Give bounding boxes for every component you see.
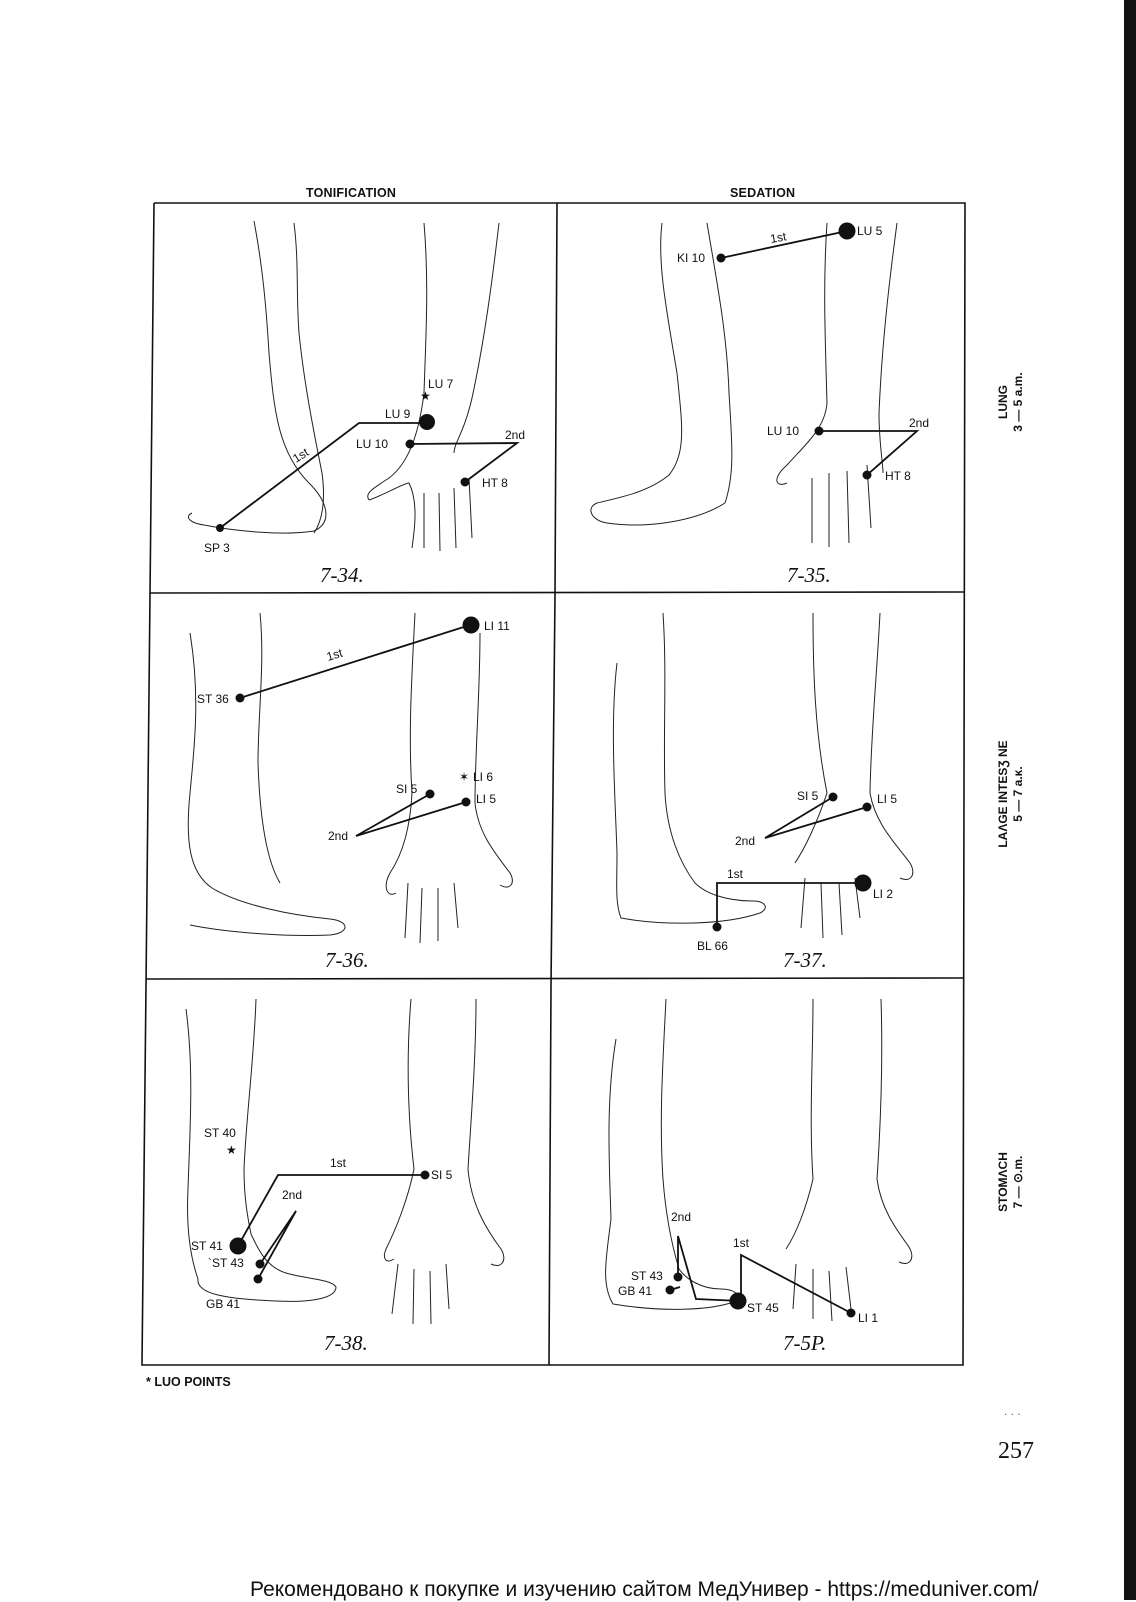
label-si5: SI 5 xyxy=(396,782,418,796)
header-sedation: SEDATION xyxy=(730,186,796,200)
label-1st: 1st xyxy=(330,1156,347,1170)
label-1st: 1st xyxy=(325,646,345,664)
caption-7-37: 7-37. xyxy=(783,948,827,972)
label-2nd: 2nd xyxy=(671,1210,691,1224)
diagram-7-35: 1st LU 5 KI 10 LU 10 2nd HT 8 xyxy=(590,222,929,547)
panel-7-36: LI 11 1st ST 36 ✶ LI 6 SI 5 LI 5 2nd 7-3… xyxy=(150,593,555,979)
label-bl66: BL 66 xyxy=(697,939,728,953)
label-lu10: LU 10 xyxy=(767,424,799,438)
page-dots: . . . xyxy=(1004,1404,1021,1418)
caption-7-38: 7-38. xyxy=(324,1331,368,1355)
svg-text:✶: ✶ xyxy=(459,770,469,784)
label-2nd: 2nd xyxy=(328,829,348,843)
label-1st: 1st xyxy=(769,229,788,246)
diagram-7-38: ST 40 ★ 1st SI 5 2nd ST 41 `ST 43 GB 41 xyxy=(185,998,505,1325)
footer-text: Рекомендовано к покупке и изучению сайто… xyxy=(250,1578,1039,1601)
diagram-7-34: ★ LU 7 LU 9 LU 10 2nd 1st HT 8 SP 3 xyxy=(188,220,525,555)
label-2nd: 2nd xyxy=(505,428,525,442)
label-1st: 1st xyxy=(727,867,744,881)
page-number: 257 xyxy=(998,1438,1034,1464)
label-li5: LI 5 xyxy=(877,792,897,806)
label-ht8: HT 8 xyxy=(885,469,911,483)
scan-edge-right xyxy=(1124,0,1136,1600)
label-li2: LI 2 xyxy=(873,887,893,901)
label-st45: ST 45 xyxy=(747,1301,779,1315)
label-li1: LI 1 xyxy=(858,1311,878,1325)
label-ki10: KI 10 xyxy=(677,251,705,265)
label-lu10: LU 10 xyxy=(356,437,388,451)
label-2nd: 2nd xyxy=(282,1188,302,1202)
label-st40: ST 40 xyxy=(204,1126,236,1140)
label-li11: LI 11 xyxy=(484,619,510,633)
label-lu7: LU 7 xyxy=(428,377,454,391)
label-si5: SI 5 xyxy=(431,1168,453,1182)
label-st43: ST 43 xyxy=(631,1269,663,1283)
diagram-7-5p: 2nd 1st ST 43 GB 41 ST 45 LI 1 xyxy=(605,998,913,1325)
caption-7-5p: 7-5P. xyxy=(783,1331,827,1355)
label-gb41: GB 41 xyxy=(206,1297,240,1311)
diagram-7-37: SI 5 LI 5 2nd 1st LI 2 BL 66 xyxy=(612,612,914,953)
label-ht8: HT 8 xyxy=(482,476,508,490)
panel-7-34: ★ LU 7 LU 9 LU 10 2nd 1st HT 8 SP 3 7-34… xyxy=(154,203,557,593)
header-tonification: TONIFICATION xyxy=(306,186,397,200)
diagram-7-36: LI 11 1st ST 36 ✶ LI 6 SI 5 LI 5 2nd xyxy=(187,612,513,944)
panel-7-38: ST 40 ★ 1st SI 5 2nd ST 41 `ST 43 GB 41 … xyxy=(146,979,551,1365)
label-2nd: 2nd xyxy=(909,416,929,430)
label-1st: 1st xyxy=(733,1236,750,1250)
label-st43: `ST 43 xyxy=(208,1256,244,1270)
label-gb41: GB 41 xyxy=(618,1284,652,1298)
label-li5: LI 5 xyxy=(476,792,496,806)
caption-7-35: 7-35. xyxy=(787,563,831,587)
luo-points-note: * LUO POINTS xyxy=(146,1375,231,1389)
label-sp3: SP 3 xyxy=(204,541,230,555)
label-2nd: 2nd xyxy=(735,834,755,848)
label-li6: LI 6 xyxy=(473,770,493,784)
panel-7-35: 1st LU 5 KI 10 LU 10 2nd HT 8 7-35. xyxy=(557,203,963,593)
label-st41: ST 41 xyxy=(191,1239,223,1253)
label-lu5: LU 5 xyxy=(857,224,883,238)
caption-7-34: 7-34. xyxy=(320,563,364,587)
panel-7-5p: 2nd 1st ST 43 GB 41 ST 45 LI 1 7-5P. xyxy=(551,979,963,1365)
svg-text:★: ★ xyxy=(420,389,431,403)
svg-text:★: ★ xyxy=(226,1143,237,1157)
label-lu9: LU 9 xyxy=(385,407,411,421)
label-st36: ST 36 xyxy=(197,692,229,706)
panel-7-37: SI 5 LI 5 2nd 1st LI 2 BL 66 7-37. xyxy=(555,593,963,979)
label-si5: SI 5 xyxy=(797,789,819,803)
caption-7-36: 7-36. xyxy=(325,948,369,972)
